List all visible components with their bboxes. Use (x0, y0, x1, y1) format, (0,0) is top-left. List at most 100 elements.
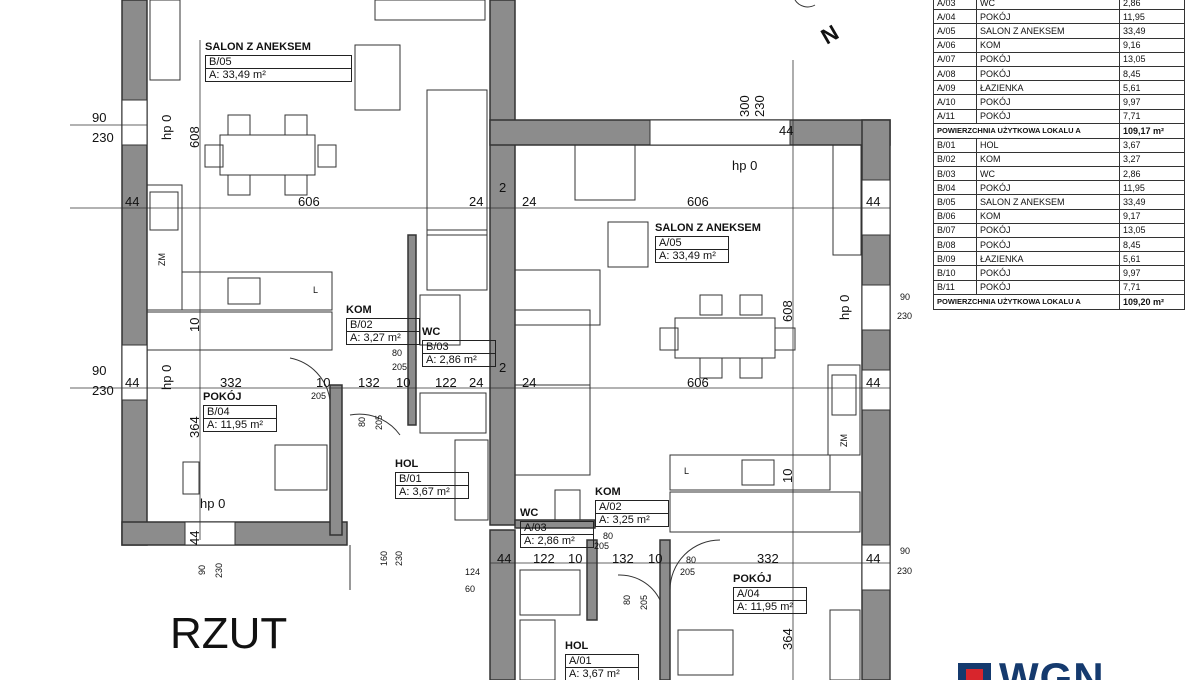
cell-area: 3,67 (1119, 137, 1185, 153)
dim-label: 2 (499, 180, 507, 195)
cell-name: POKÓJ (976, 9, 1120, 25)
dim-label: 364 (187, 416, 202, 438)
cell-id: B/07 (933, 222, 977, 239)
room-area: A: 3,27 m² (350, 332, 401, 344)
cell-id: A/11 (933, 108, 977, 124)
cell-area: 11,95 (1119, 9, 1185, 25)
cell-id: A/04 (933, 9, 977, 25)
dim-label: 364 (780, 628, 795, 650)
cell-id: B/11 (933, 279, 977, 295)
dim-label: 80 (686, 555, 697, 565)
dim-label: 122 (533, 551, 555, 566)
dim-label: 90 (92, 363, 107, 378)
total-value: 109,20 m² (1119, 293, 1185, 310)
dim-label: 10 (396, 375, 411, 390)
room-name: POKÓJ (203, 391, 242, 403)
cell-id: A/09 (933, 80, 977, 96)
dim-label: 132 (612, 551, 634, 566)
wall-a-inner-1 (586, 539, 598, 621)
cell-id: A/07 (933, 51, 977, 67)
dim-label: 205 (594, 541, 610, 551)
dim-label: 205 (680, 567, 696, 577)
room-name: HOL (565, 640, 589, 652)
cell-id: B/01 (933, 137, 977, 153)
cell-name: POKÓJ (976, 108, 1120, 124)
room-name: SALON Z ANEKSEM (205, 41, 311, 53)
room-name: KOM (346, 304, 372, 316)
dim-label: 606 (298, 194, 320, 209)
dim-label: 80 (392, 348, 403, 358)
dim-label: 230 (752, 95, 767, 117)
cell-name: POKÓJ (976, 222, 1120, 239)
logo-text: WGN (999, 654, 1105, 680)
room-name: WC (520, 507, 539, 519)
dim-label: 608 (187, 126, 202, 148)
dim-label: 230 (214, 562, 224, 578)
cell-id: A/06 (933, 37, 977, 53)
room-id: A/04 (734, 588, 806, 601)
dim-label: 10 (316, 375, 331, 390)
cell-name: WC (976, 166, 1120, 182)
dim-label: 44 (866, 194, 881, 209)
cell-id: B/03 (933, 166, 977, 182)
dim-label: 24 (469, 375, 484, 390)
dim-label: 332 (220, 375, 242, 390)
dim-label: 332 (757, 551, 779, 566)
dim-label: 122 (435, 375, 457, 390)
cell-name: POKÓJ (976, 279, 1120, 295)
room-name: WC (422, 326, 441, 338)
dim-label: 230 (394, 550, 404, 566)
dim-label: 90 (900, 546, 911, 556)
cell-id: A/10 (933, 94, 977, 110)
wall-b-inner-2 (329, 384, 343, 536)
dim-label: 124 (465, 567, 481, 577)
dim-label: 80 (357, 416, 367, 427)
cell-area: 11,95 (1119, 180, 1185, 196)
cell-area: 33,49 (1119, 23, 1185, 39)
dimension-lines (70, 40, 890, 680)
dim-label: 44 (779, 123, 794, 138)
room-id: A/01 (566, 655, 638, 668)
cell-area: 33,49 (1119, 194, 1185, 210)
dim-label: ZM (157, 253, 167, 266)
dim-label: 2 (499, 360, 507, 375)
dim-label: 24 (522, 375, 537, 390)
dim-label: 230 (897, 311, 913, 321)
cell-area: 5,61 (1119, 80, 1185, 96)
cell-id: B/04 (933, 180, 977, 196)
cell-name: WC (976, 0, 1120, 11)
cell-name: POKÓJ (976, 94, 1120, 110)
dim-label: 132 (358, 375, 380, 390)
dim-label: 300 (737, 95, 752, 117)
cell-area: 8,45 (1119, 65, 1185, 82)
cell-id: A/03 (933, 0, 977, 11)
cell-area: 9,97 (1119, 94, 1185, 110)
dim-label: 205 (311, 391, 327, 401)
cell-area: 2,86 (1119, 0, 1185, 11)
room-id: A/02 (596, 501, 668, 514)
dim-label: 80 (622, 594, 632, 605)
dim-label: 230 (92, 130, 114, 145)
room-id: A/03 (521, 522, 593, 535)
dim-label: 24 (522, 194, 537, 209)
dim-label: 205 (374, 414, 384, 430)
cell-id: A/08 (933, 65, 977, 82)
cell-id: B/02 (933, 151, 977, 168)
cell-area: 8,45 (1119, 236, 1185, 253)
room-name: HOL (395, 458, 419, 470)
cell-area: 13,05 (1119, 51, 1185, 67)
